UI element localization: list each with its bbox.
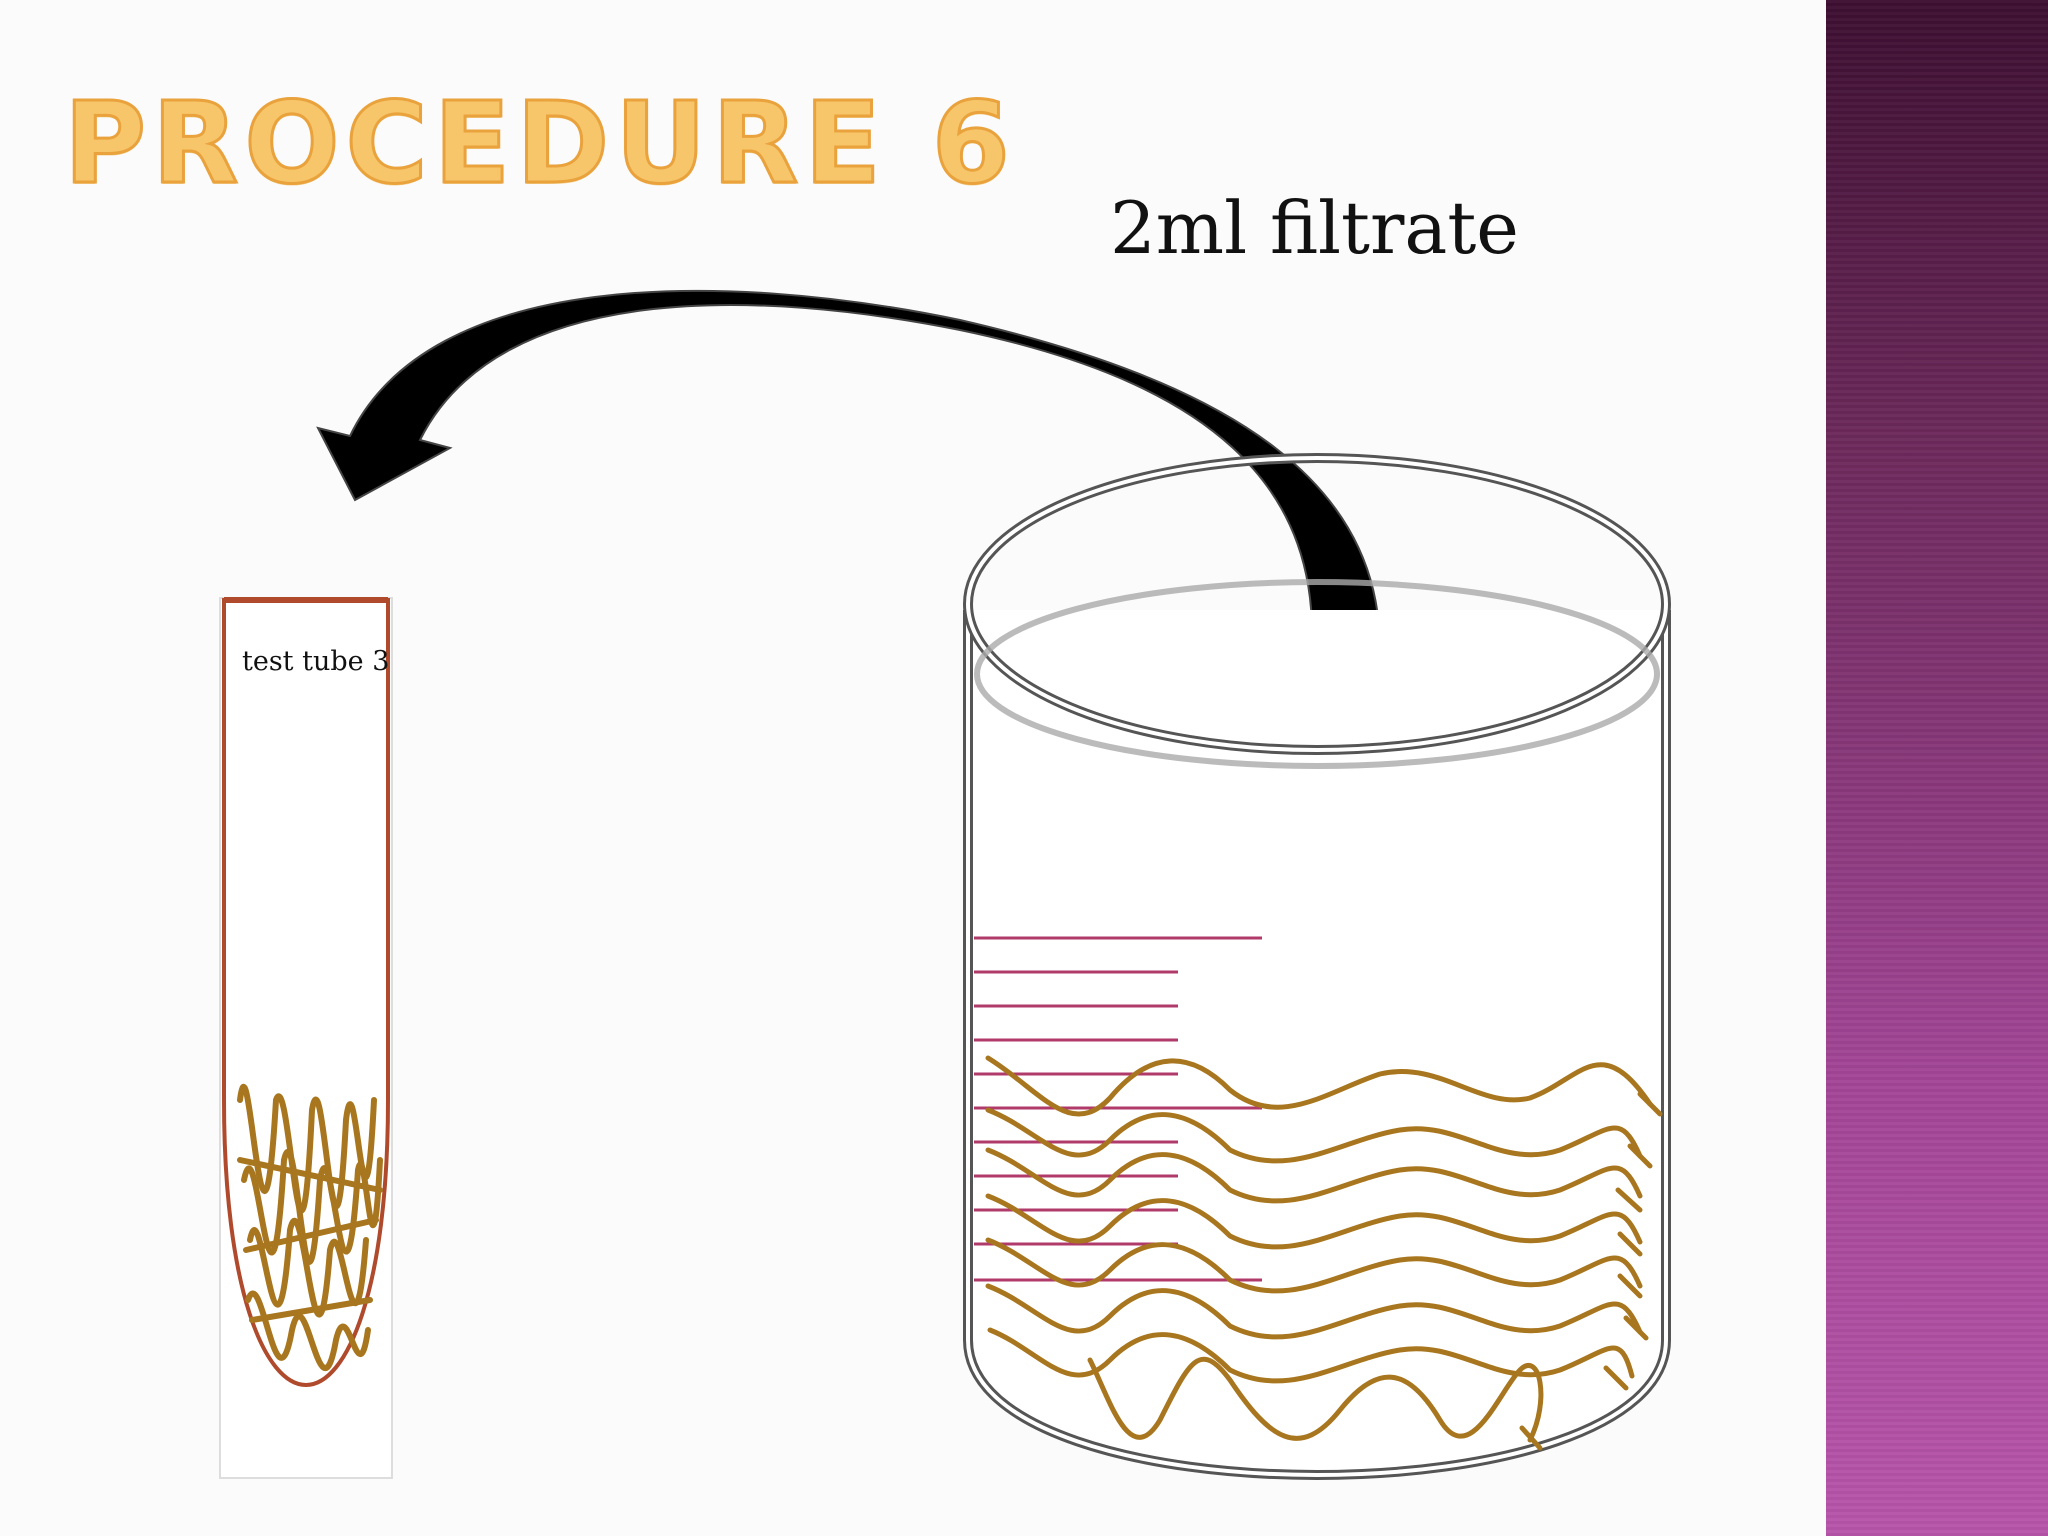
slide-title: PROCEDURE 6 [63, 79, 1016, 209]
test-tube-fibers [237, 1083, 383, 1372]
accent-band [1826, 0, 2048, 1536]
test-tube [219, 597, 393, 1479]
beaker-fibers [985, 1055, 1663, 1451]
procedure-diagram [219, 289, 1671, 1480]
transfer-label: 2ml filtrate [1110, 186, 1519, 270]
test-tube-label: test tube 3 [242, 646, 390, 677]
beaker-inner-rim [974, 579, 1660, 769]
beaker [963, 453, 1671, 1480]
curved-arrow-icon [316, 289, 1381, 682]
beaker-graduations [974, 936, 1262, 1282]
